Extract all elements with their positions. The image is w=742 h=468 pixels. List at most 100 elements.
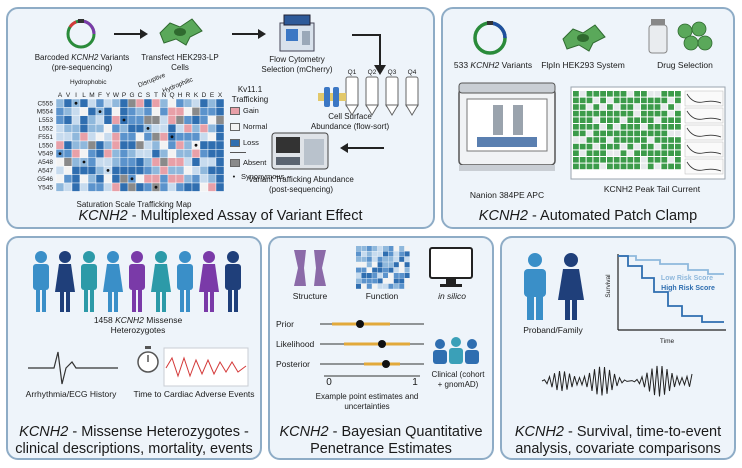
example-label: Example point estimates and uncertaintie… xyxy=(315,392,419,411)
heatmap-cell xyxy=(207,182,217,192)
heatmap-cell xyxy=(63,165,73,175)
plate-well xyxy=(600,117,606,123)
tail-current-plate xyxy=(570,86,726,180)
heatmap-cell xyxy=(87,98,97,108)
plate-well xyxy=(586,163,593,170)
plate-well xyxy=(607,163,613,170)
heatmap-cell xyxy=(55,98,65,108)
plate-well xyxy=(620,97,627,104)
sort-tube xyxy=(365,76,379,108)
legend-gain: Gain xyxy=(230,105,284,116)
heatmap-cell xyxy=(215,149,225,159)
plate-well xyxy=(668,150,674,156)
heatmap-cell xyxy=(199,165,209,175)
panel-heterozygotes: 1458 KCNH2 Missense Heterozygotes Arrhyt… xyxy=(6,236,262,460)
plate-well xyxy=(668,163,674,170)
arrow-right-icon xyxy=(114,29,148,39)
function-cell xyxy=(399,283,405,289)
plate-well xyxy=(620,157,627,163)
heatmap-cell xyxy=(63,98,73,108)
posterior-label: Posterior xyxy=(276,359,311,369)
function-cell xyxy=(372,256,378,262)
function-cell xyxy=(361,256,367,262)
flpin-cell-icon xyxy=(562,24,606,52)
likelihood-label: Likelihood xyxy=(276,339,315,349)
plate-well xyxy=(607,110,613,117)
heatmap-cell xyxy=(151,132,161,142)
heatmap-cell xyxy=(191,149,201,159)
heatmap-cell xyxy=(119,182,129,192)
function-cell xyxy=(393,262,399,268)
heatmap-row-label: G546 xyxy=(37,176,53,183)
heatmap-cell xyxy=(87,132,97,142)
plate-well xyxy=(579,150,586,156)
stopwatch-icon xyxy=(137,346,159,373)
heatmap-col-label: K xyxy=(194,92,199,99)
heatmap-cell xyxy=(135,115,145,125)
panel-survival: Proband/Family Survival Time Low Risk Sc… xyxy=(500,236,736,460)
heatmap-cell xyxy=(167,107,177,116)
function-cell xyxy=(404,267,410,273)
heatmap-cell xyxy=(159,165,169,175)
function-map-icon xyxy=(356,246,410,289)
heatmap-cell xyxy=(207,149,217,159)
person-man-icon xyxy=(129,251,145,312)
function-cell xyxy=(361,251,367,257)
plate-well xyxy=(641,104,647,110)
tail-current-trace xyxy=(686,110,722,121)
plate-well xyxy=(573,104,579,110)
heatmap-cell xyxy=(183,182,193,192)
plate-well xyxy=(573,143,579,150)
plate-well xyxy=(620,104,627,110)
plate-well xyxy=(600,104,606,110)
function-cell xyxy=(372,278,378,284)
function-cell xyxy=(377,251,383,257)
plate-well xyxy=(586,117,593,123)
plate-well xyxy=(593,143,600,150)
person-man-icon xyxy=(177,251,193,312)
synonymous-dot xyxy=(146,127,150,130)
plate-well xyxy=(647,150,654,156)
heatmap-cell xyxy=(167,98,177,108)
function-cell xyxy=(366,246,372,251)
heatmap-cell xyxy=(167,149,177,159)
plate-well xyxy=(641,117,647,123)
heatmap-cell xyxy=(191,157,201,167)
plate-well xyxy=(668,117,674,123)
function-cell xyxy=(383,273,388,278)
heatmap-cell xyxy=(215,124,225,133)
heatmap-cell xyxy=(55,182,65,192)
function-cell xyxy=(372,246,378,251)
plate-well xyxy=(627,137,634,143)
plate-well xyxy=(620,91,627,97)
heatmap-row-label: A547 xyxy=(38,168,54,175)
plate-well xyxy=(647,157,654,163)
plate-well xyxy=(675,163,681,170)
heatmap-cell xyxy=(159,115,169,125)
low-risk-curve xyxy=(618,255,724,275)
heatmap-row-label: L550 xyxy=(39,142,54,149)
heatmap-cell xyxy=(159,98,169,108)
plate-well xyxy=(620,150,627,156)
heatmap-cell xyxy=(63,149,73,159)
heatmap-cell xyxy=(167,157,177,167)
plate-well xyxy=(661,110,668,117)
monitor-trace-icon xyxy=(163,347,249,387)
heatmap-cell xyxy=(127,115,137,125)
sort-tubes-icon xyxy=(345,76,419,116)
heatmap-cell xyxy=(79,149,89,159)
heatmap-cell xyxy=(175,149,185,159)
heatmap-cell xyxy=(63,140,73,150)
function-cell xyxy=(388,278,394,284)
function-cell xyxy=(361,262,367,268)
heatmap-cell xyxy=(135,140,145,150)
function-cell xyxy=(366,256,372,262)
heatmap-cell xyxy=(127,124,137,133)
axis-one-label: 1 xyxy=(412,377,418,388)
proband-man-icon xyxy=(524,253,546,320)
heatmap-cell xyxy=(151,165,161,175)
heatmap-cell xyxy=(143,98,153,108)
heatmap-cell xyxy=(111,98,121,108)
heatmap-cell xyxy=(95,174,105,184)
function-cell xyxy=(404,262,410,268)
